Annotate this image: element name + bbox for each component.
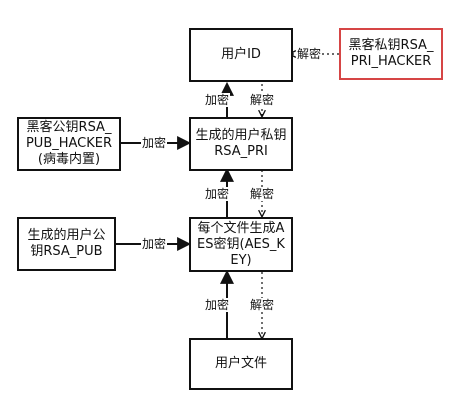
generated-user-public-key-node: 生成的用户公钥RSA_PUB <box>17 217 116 271</box>
edge-label-encrypt-user-private-to-id: 加密 <box>204 93 231 107</box>
user-id-node: 用户ID <box>189 28 293 82</box>
user-file-node: 用户文件 <box>189 338 293 390</box>
hacker-public-key-label: 黑客公钥RSA_PUB_HACKER(病毒内置) <box>25 120 113 167</box>
hacker-public-key-node: 黑客公钥RSA_PUB_HACKER(病毒内置) <box>17 117 121 171</box>
generated-user-private-key-node: 生成的用户私钥RSA_PRI <box>189 117 293 171</box>
user-file-label: 用户文件 <box>214 356 267 371</box>
edge-label-encrypt-aes-to-user-private: 加密 <box>204 187 231 201</box>
edge-label-decrypt-id-to-user-private: 解密 <box>249 93 276 107</box>
generated-user-private-key-label: 生成的用户私钥RSA_PRI <box>195 128 287 159</box>
hacker-private-key-label: 黑客私钥RSA_PRI_HACKER <box>348 38 434 69</box>
edge-label-encrypt-file-to-aes: 加密 <box>204 298 231 312</box>
edge-label-decrypt-aes-to-file: 解密 <box>249 298 276 312</box>
edge-label-encrypt-hacker-public: 加密 <box>141 136 168 150</box>
hacker-private-key-node: 黑客私钥RSA_PRI_HACKER <box>339 28 443 80</box>
generated-user-public-key-label: 生成的用户公钥RSA_PUB <box>27 228 106 259</box>
per-file-aes-key-node: 每个文件生成AES密钥(AES_KEY) <box>189 217 293 272</box>
edge-label-decrypt-user-private-to-aes: 解密 <box>249 187 276 201</box>
edge-label-decrypt-hacker-private: 解密 <box>296 47 323 61</box>
per-file-aes-key-label: 每个文件生成AES密钥(AES_KEY) <box>197 220 285 268</box>
edge-label-encrypt-user-public: 加密 <box>141 237 168 251</box>
user-id-label: 用户ID <box>221 47 261 62</box>
